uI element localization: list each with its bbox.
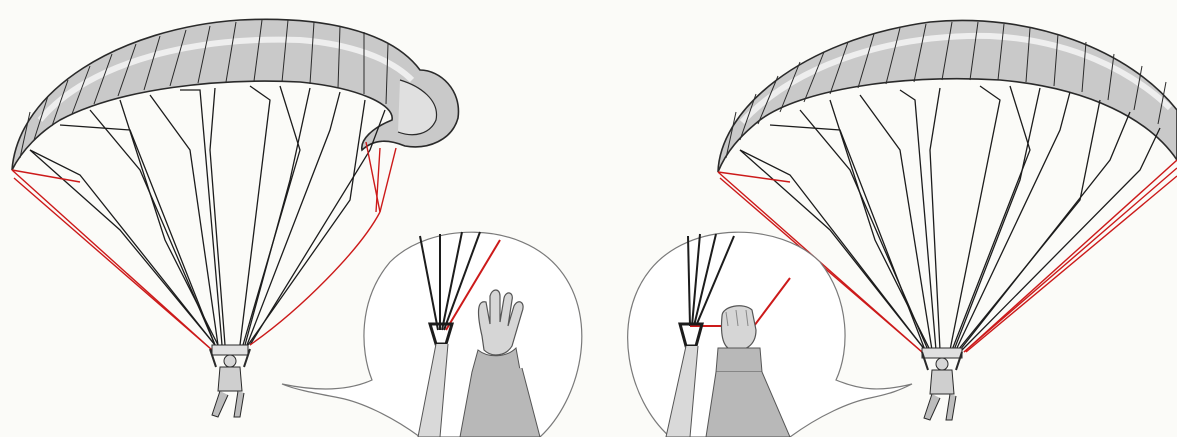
right-glider: [628, 20, 1177, 437]
left-lines-black: [30, 86, 385, 345]
pilot-icon: [210, 345, 250, 417]
left-glider: [12, 19, 582, 437]
pilot-icon: [922, 348, 962, 420]
